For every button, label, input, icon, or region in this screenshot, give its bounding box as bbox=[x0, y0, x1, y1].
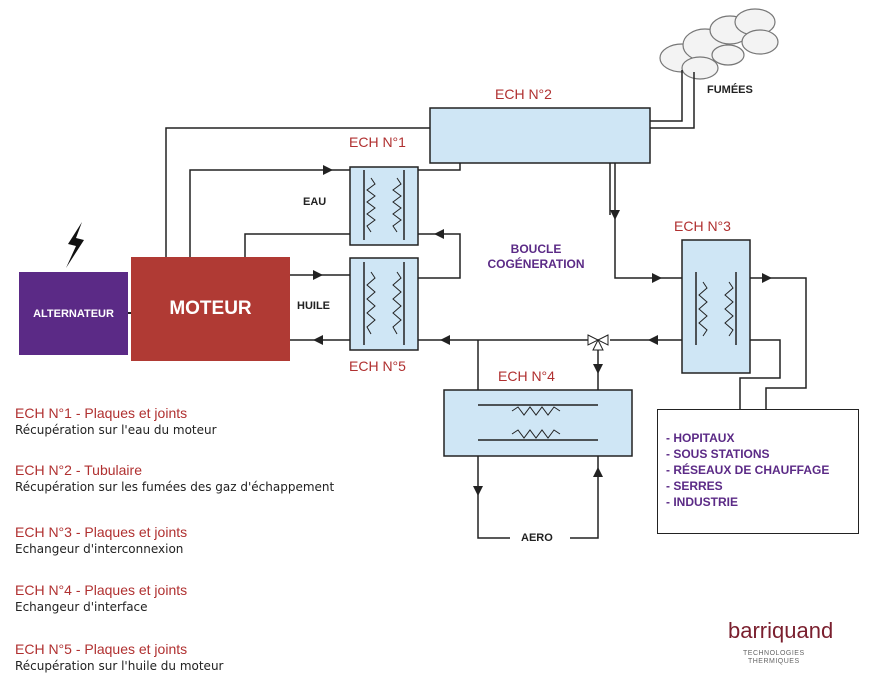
legend-desc: Echangeur d'interconnexion bbox=[15, 542, 184, 556]
legend-item-2: ECH N°2 - Tubulaire Récupération sur les… bbox=[15, 462, 334, 494]
logo-subtitle: TECHNOLOGIES THERMIQUES bbox=[743, 650, 805, 666]
exchanger-3 bbox=[681, 239, 751, 374]
aero-label: AERO bbox=[521, 532, 553, 544]
ech1-title: ECH N°1 bbox=[349, 134, 406, 150]
use-item: - SOUS STATIONS bbox=[666, 447, 770, 461]
engine-block bbox=[131, 257, 290, 361]
legend-desc: Récupération sur l'huile du moteur bbox=[15, 659, 224, 673]
legend-title: ECH N°2 - Tubulaire bbox=[15, 462, 142, 478]
piping bbox=[165, 127, 807, 539]
alternator-block bbox=[19, 272, 128, 355]
legend-desc: Récupération sur l'eau du moteur bbox=[15, 423, 217, 437]
exchanger-2 bbox=[429, 107, 651, 164]
alternator-label: ALTERNATEUR bbox=[33, 307, 114, 320]
valve-icon bbox=[587, 334, 609, 351]
logo-sub-line2: THERMIQUES bbox=[747, 658, 800, 665]
logo-sub-line1: TECHNOLOGIES bbox=[743, 650, 805, 657]
legend-desc: Récupération sur les fumées des gaz d'éc… bbox=[15, 480, 335, 494]
smoke-cloud-icon bbox=[659, 8, 779, 80]
use-item: - RÉSEAUX DE CHAUFFAGE bbox=[666, 463, 830, 477]
legend-title: ECH N°4 - Plaques et joints bbox=[15, 582, 188, 598]
ech2-title: ECH N°2 bbox=[495, 86, 552, 102]
legend-item-4: ECH N°4 - Plaques et joints Echangeur d'… bbox=[15, 582, 187, 614]
legend-item-3: ECH N°3 - Plaques et joints Echangeur d'… bbox=[15, 524, 187, 556]
legend-desc: Echangeur d'interface bbox=[15, 600, 148, 614]
company-logo: barriquand TECHNOLOGIES THERMIQUES bbox=[718, 612, 852, 670]
boucle-label: BOUCLE COGÉNERATION bbox=[478, 242, 594, 272]
exchanger-4 bbox=[443, 389, 633, 457]
boucle-line1: BOUCLE bbox=[510, 242, 562, 256]
use-item: - HOPITAUX bbox=[666, 431, 735, 445]
logo-name: barriquand bbox=[728, 618, 834, 643]
legend-title: ECH N°5 - Plaques et joints bbox=[15, 641, 188, 657]
ech5-title: ECH N°5 bbox=[349, 358, 406, 374]
use-item: - INDUSTRIE bbox=[666, 495, 738, 509]
ech4-title: ECH N°4 bbox=[498, 368, 555, 384]
uses-box: - HOPITAUX - SOUS STATIONS - RÉSEAUX DE … bbox=[657, 409, 859, 534]
use-item: - SERRES bbox=[666, 479, 723, 493]
exchanger-5 bbox=[349, 257, 419, 351]
legend-item-5: ECH N°5 - Plaques et joints Récupération… bbox=[15, 641, 223, 673]
ech3-title: ECH N°3 bbox=[674, 218, 731, 234]
huile-label: HUILE bbox=[297, 300, 330, 312]
exchanger-1 bbox=[349, 166, 419, 246]
engine-label: MOTEUR bbox=[169, 298, 252, 319]
lightning-icon bbox=[66, 222, 84, 268]
eau-label: EAU bbox=[303, 196, 327, 208]
legend-title: ECH N°1 - Plaques et joints bbox=[15, 405, 188, 421]
legend-title: ECH N°3 - Plaques et joints bbox=[15, 524, 188, 540]
legend-item-1: ECH N°1 - Plaques et joints Récupération… bbox=[15, 405, 217, 437]
fumees-label: FUMÉES bbox=[707, 84, 753, 96]
boucle-line2: COGÉNERATION bbox=[487, 257, 585, 271]
